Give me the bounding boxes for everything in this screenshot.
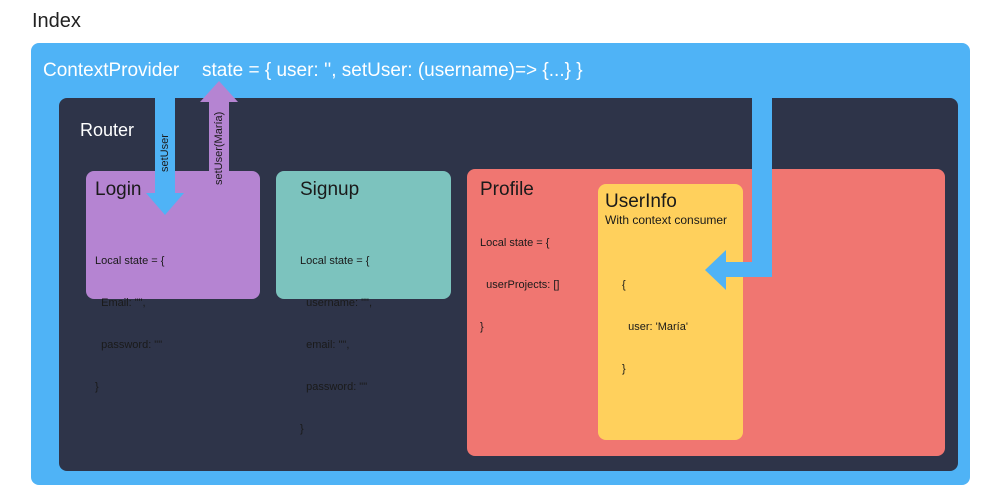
userinfo-value-line: user: 'María'	[622, 321, 688, 333]
set-user-arrow-label: setUser	[159, 134, 171, 172]
userinfo-value-line: {	[622, 279, 626, 291]
context-consumer-arrow	[705, 97, 772, 290]
userinfo-subtitle: With context consumer	[605, 213, 728, 227]
profile-state-line: }	[480, 321, 484, 333]
userinfo-value-line: }	[622, 363, 626, 375]
userinfo-context-value: { user: 'María' }	[622, 250, 688, 390]
signup-title: Signup	[300, 179, 360, 200]
signup-state-line: Local state = {	[300, 255, 370, 267]
login-local-state: Local state = { Email: "", password: "" …	[95, 226, 164, 408]
login-state-line: Email: "",	[95, 297, 146, 309]
signup-state-line: username: "",	[300, 297, 373, 309]
profile-state-line: Local state = {	[480, 237, 550, 249]
set-user-down-arrow	[146, 96, 184, 215]
set-user-maria-arrow-label: setUser(María)	[213, 111, 225, 185]
profile-state-line: userProjects: []	[480, 279, 560, 291]
router-title: Router	[80, 120, 135, 140]
profile-local-state: Local state = { userProjects: [] }	[480, 208, 559, 348]
profile-title: Profile	[480, 179, 534, 200]
signup-state-line: password: ""	[300, 381, 368, 393]
signup-state-line: }	[300, 423, 304, 435]
login-title: Login	[95, 179, 142, 200]
signup-component	[276, 171, 451, 299]
signup-state-line: email: "",	[300, 339, 350, 351]
userinfo-title: UserInfo	[605, 191, 677, 212]
context-provider-state: state = { user: '', setUser: (username)=…	[202, 60, 583, 81]
login-state-line: }	[95, 381, 99, 393]
signup-local-state: Local state = { username: "", email: "",…	[300, 226, 372, 450]
set-user-maria-up-arrow	[200, 81, 238, 187]
userinfo-component	[598, 184, 743, 440]
login-state-line: password: ""	[95, 339, 163, 351]
login-state-line: Local state = {	[95, 255, 165, 267]
index-label: Index	[32, 10, 81, 32]
context-provider-title: ContextProvider	[43, 60, 180, 81]
